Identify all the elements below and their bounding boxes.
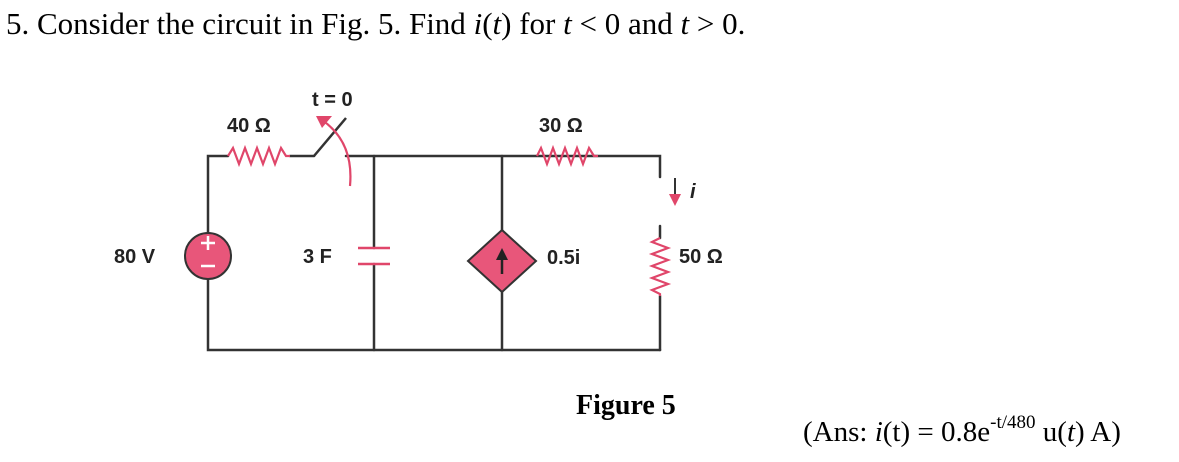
resistor-left-label: 40 Ω xyxy=(227,115,271,137)
capacitor-3f xyxy=(358,246,390,266)
problem-func: i xyxy=(473,6,483,41)
capacitor-label: 3 F xyxy=(303,246,332,268)
figure-caption: Figure 5 xyxy=(576,390,676,421)
answer-mid: (t) = 0.8e xyxy=(882,416,991,448)
problem-func-close: ) xyxy=(501,6,512,41)
answer-func: i xyxy=(874,416,883,448)
switch-label: t = 0 xyxy=(312,89,353,111)
resistor-mid-label: 30 Ω xyxy=(539,115,583,137)
dependent-source-label: 0.5i xyxy=(547,247,580,269)
problem-for: for xyxy=(511,6,564,41)
current-label: i xyxy=(690,181,696,203)
answer-line: (Ans: i(t) = 0.8e-t/480 u(t) A) xyxy=(803,412,1121,449)
voltage-source-80v xyxy=(184,232,232,280)
dependent-current-source xyxy=(466,228,538,294)
problem-t1: t xyxy=(563,6,572,41)
resistor-30-ohm xyxy=(536,144,598,168)
problem-number: 5. xyxy=(6,6,30,41)
answer-close: ) A) xyxy=(1075,416,1121,448)
answer-step-open: u( xyxy=(1035,416,1067,448)
voltage-source-label: 80 V xyxy=(114,246,156,268)
switch xyxy=(313,116,352,187)
problem-statement: 5. Consider the circuit in Fig. 5. Find … xyxy=(6,6,745,42)
current-arrow-icon xyxy=(669,178,681,206)
resistor-40-ohm xyxy=(227,144,290,168)
problem-cond1: < 0 and xyxy=(571,6,681,41)
answer-exponent: -t/480 xyxy=(990,412,1036,433)
answer-step-var: t xyxy=(1066,416,1075,448)
problem-prefix: Consider the circuit in Fig. 5. Find xyxy=(29,6,474,41)
circuit-wires xyxy=(206,154,662,352)
problem-func-var: t xyxy=(492,6,502,41)
problem-t2: t xyxy=(680,6,690,41)
problem-cond2: > 0. xyxy=(689,6,746,41)
problem-func-open: ( xyxy=(482,6,493,41)
answer-open: (Ans: xyxy=(803,416,875,448)
resistor-50-ohm xyxy=(648,237,672,296)
resistor-right-label: 50 Ω xyxy=(679,246,723,268)
